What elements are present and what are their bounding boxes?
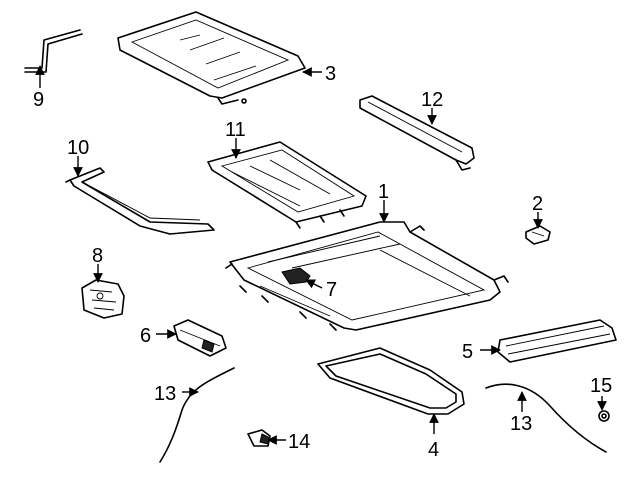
- part-2-clip: [525, 225, 551, 245]
- callout-label: 7: [326, 279, 337, 301]
- part-14-clip: [247, 429, 271, 447]
- part-13-drain-hose-right: [485, 383, 607, 453]
- part-7-drive-gear: [281, 267, 311, 285]
- part-12-deflector-rail: [359, 95, 475, 171]
- callout-labels: 9 3 12 10 11 1 2 8 7 6 5 4 13 13 14 15: [33, 63, 612, 461]
- callout-label: 11: [225, 119, 246, 141]
- callout-label: 13: [510, 413, 532, 435]
- callout-label: 13: [154, 383, 176, 405]
- part-10-sunshade-frame: [65, 167, 215, 235]
- callout-label: 12: [421, 89, 443, 111]
- leader-lines: [35, 65, 607, 445]
- callout-label: 2: [532, 193, 543, 215]
- part-9-drain-tube: [24, 29, 83, 73]
- part-8-motor: [81, 279, 125, 319]
- callout-label: 9: [33, 89, 44, 111]
- callout-label: 6: [140, 325, 151, 347]
- part-5-guide-rail: [497, 319, 617, 363]
- part-3-glass-panel: [117, 11, 306, 105]
- part-6-switch: [173, 319, 227, 357]
- part-13-drain-hose-left: [159, 367, 235, 463]
- part-1-sunroof-housing: [225, 221, 509, 331]
- part-4-weatherstrip: [317, 347, 465, 415]
- part-11-sunroof-frame: [207, 141, 367, 229]
- callout-label: 8: [92, 245, 103, 267]
- callout-label: 3: [325, 63, 336, 85]
- part-15-grommet: [598, 410, 610, 422]
- callout-label: 4: [428, 439, 439, 461]
- callout-label: 5: [462, 341, 473, 363]
- callout-label: 10: [67, 137, 89, 159]
- callout-label: 15: [590, 375, 612, 397]
- callout-label: 1: [378, 181, 389, 203]
- callout-label: 14: [288, 431, 310, 453]
